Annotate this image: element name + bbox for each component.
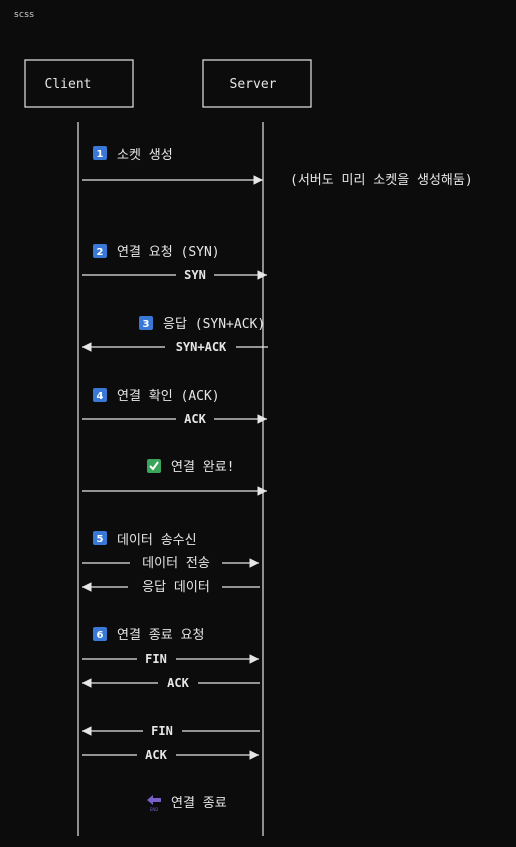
step-5: 5 데이터 송수신 [93,531,197,548]
closed-label: 연결 종료 [171,796,227,811]
synack-message-label: SYN+ACK [176,340,227,354]
connected-label: 연결 완료! [171,460,235,475]
step-6: 6 연결 종료 요청 [93,627,204,643]
check-mark-glyph [149,461,159,471]
step-badge-number: 2 [97,247,104,258]
step-badge [93,531,107,545]
step-badge-number: 5 [97,534,104,545]
connection-closed: END 연결 종료 [147,795,227,812]
syn-message-label: SYN [184,268,206,282]
step-badge-number: 4 [97,391,104,402]
step-1: 1 소켓 생성 [93,146,173,163]
client-label: Client [45,77,92,92]
step-label: 데이터 송수신 [117,533,197,548]
step-label: 소켓 생성 [117,148,173,163]
step-2: 2 연결 요청 (SYN) [93,244,220,260]
ack2-message-label: ACK [167,676,189,690]
step-4: 4 연결 확인 (ACK) [93,388,220,404]
data-reply-label: 응답 데이터 [142,580,210,595]
step-3: 3 응답 (SYN+ACK) [139,316,265,332]
step-label: 연결 종료 요청 [117,628,204,643]
step-badge [93,244,107,258]
client-participant-box: Client [24,59,134,108]
step-badge-number: 6 [97,630,104,641]
svg-text:END: END [150,807,159,812]
step-label: 연결 확인 (ACK) [117,389,220,404]
step-badge-number: 3 [143,319,150,330]
end-arrow-icon: END [147,795,161,812]
step-badge [93,146,107,160]
server-participant-box: Server [202,59,312,108]
connection-established: 연결 완료! [147,459,235,475]
step-badge [93,388,107,402]
server-socket-note: (서버도 미리 소켓을 생성해둠) [290,173,473,188]
step-label: 응답 (SYN+ACK) [163,317,265,332]
step-badge-number: 1 [97,149,104,160]
step-label: 연결 요청 (SYN) [117,245,220,260]
step-badge [93,627,107,641]
server-label: Server [230,77,277,92]
data-send-label: 데이터 전송 [142,556,210,571]
code-language-label: scss [14,10,35,20]
step-badge [139,316,153,330]
ack3-message-label: ACK [145,748,167,762]
ack1-message-label: ACK [184,412,206,426]
fin2-message-label: FIN [151,724,173,738]
fin1-message-label: FIN [145,652,167,666]
